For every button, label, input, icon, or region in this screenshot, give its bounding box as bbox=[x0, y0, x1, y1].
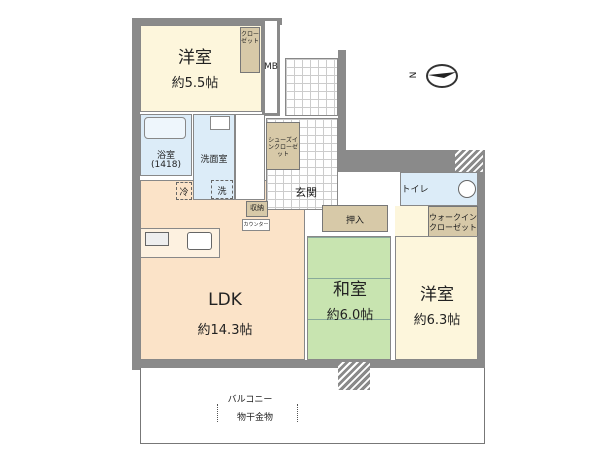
east-entry-wall bbox=[338, 50, 346, 172]
kitchen-sink-icon bbox=[187, 232, 212, 250]
wall-hatch bbox=[455, 150, 483, 172]
bathtub-icon bbox=[144, 117, 186, 139]
ldk-name: LDK bbox=[208, 290, 242, 310]
balcony bbox=[140, 368, 485, 444]
balcony-partition bbox=[338, 362, 370, 390]
fridge-label: 冷 bbox=[179, 188, 189, 198]
east-wall bbox=[478, 150, 485, 370]
fridge-space bbox=[176, 182, 192, 200]
walkin-closet-label: ウォークインクローゼット bbox=[429, 213, 477, 232]
drying-rack-right bbox=[297, 404, 298, 422]
western-2-name: 洋室 bbox=[420, 285, 454, 305]
shoe-closet-label: シューズインクローゼット bbox=[267, 137, 298, 158]
mb-label: MB bbox=[264, 62, 278, 72]
west-wall bbox=[132, 18, 140, 370]
washer-label: 洗 bbox=[217, 187, 227, 197]
hallway bbox=[235, 114, 265, 200]
balcony-label: バルコニー bbox=[227, 395, 273, 405]
western-1-size: 約5.5帖 bbox=[171, 76, 219, 91]
compass-north-label: N bbox=[406, 71, 417, 79]
toilet-icon bbox=[458, 180, 476, 198]
mb-box bbox=[262, 18, 280, 116]
storage bbox=[246, 201, 268, 217]
room-western-2 bbox=[395, 236, 478, 360]
bath-size: (1418) bbox=[151, 160, 181, 170]
sink-icon bbox=[210, 116, 230, 130]
drying-rack-left bbox=[217, 404, 218, 422]
western-2-size: 約6.3帖 bbox=[413, 313, 461, 328]
drying-rack-label: 物干金物 bbox=[236, 413, 273, 423]
entrance-label: 玄関 bbox=[295, 186, 317, 199]
japanese-size: 約6.0帖 bbox=[326, 308, 374, 323]
counter-label: カウンター bbox=[243, 222, 269, 228]
storage-label: 収納 bbox=[250, 204, 264, 212]
entry-porch bbox=[285, 58, 338, 116]
western-2-entry bbox=[395, 206, 428, 236]
ldk-size: 約14.3帖 bbox=[197, 323, 253, 338]
toilet-label: トイレ bbox=[401, 185, 429, 195]
shoe-closet bbox=[266, 122, 300, 170]
counter bbox=[242, 219, 270, 231]
bath-name: 浴室 bbox=[156, 151, 175, 161]
south-wall bbox=[132, 360, 485, 368]
closet-1 bbox=[240, 27, 260, 73]
north-east-wall bbox=[338, 150, 483, 172]
room-japanese bbox=[307, 236, 391, 360]
compass-icon bbox=[426, 64, 458, 88]
washer-space bbox=[211, 180, 233, 199]
stove-icon bbox=[145, 232, 169, 246]
washroom-label: 洗面室 bbox=[200, 155, 228, 165]
room-ldk bbox=[140, 180, 305, 360]
closet-1-label: クローゼット bbox=[241, 31, 260, 45]
japanese-name: 和室 bbox=[333, 280, 367, 300]
north-wall bbox=[132, 18, 282, 25]
oshiire bbox=[322, 205, 388, 232]
oshiire-label: 押入 bbox=[345, 216, 364, 226]
western-1-name: 洋室 bbox=[178, 48, 212, 68]
